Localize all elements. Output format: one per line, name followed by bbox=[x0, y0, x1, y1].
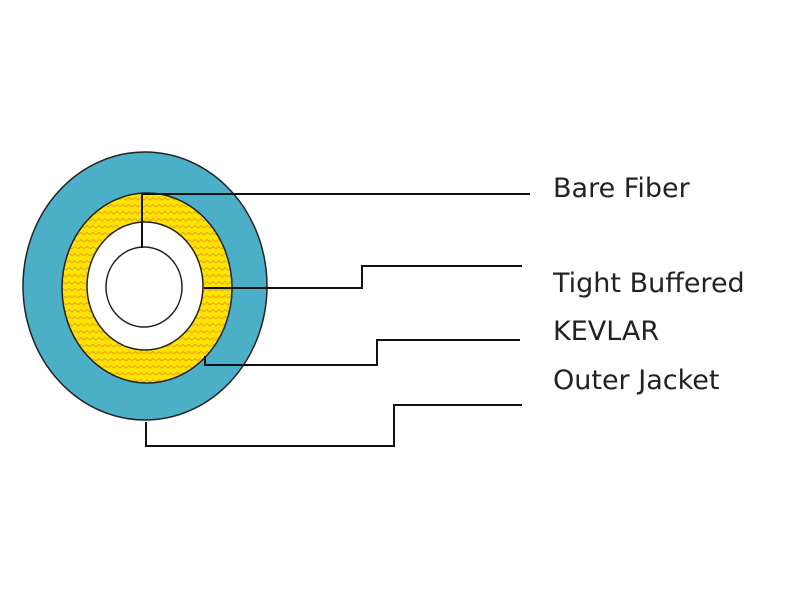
label-outer-jacket: Outer Jacket bbox=[553, 365, 720, 396]
label-bare-fiber: Bare Fiber bbox=[553, 173, 690, 204]
label-tight-buffered: Tight Buffered bbox=[553, 268, 745, 299]
bare-fiber-leader-line bbox=[141, 193, 530, 248]
tight-buffered-leader-line bbox=[204, 265, 522, 289]
label-kevlar: KEVLAR bbox=[553, 316, 660, 347]
kevlar-leader-line bbox=[204, 339, 520, 366]
bare-fiber-core bbox=[105, 246, 183, 328]
outer-jacket-leader-line bbox=[145, 404, 522, 447]
